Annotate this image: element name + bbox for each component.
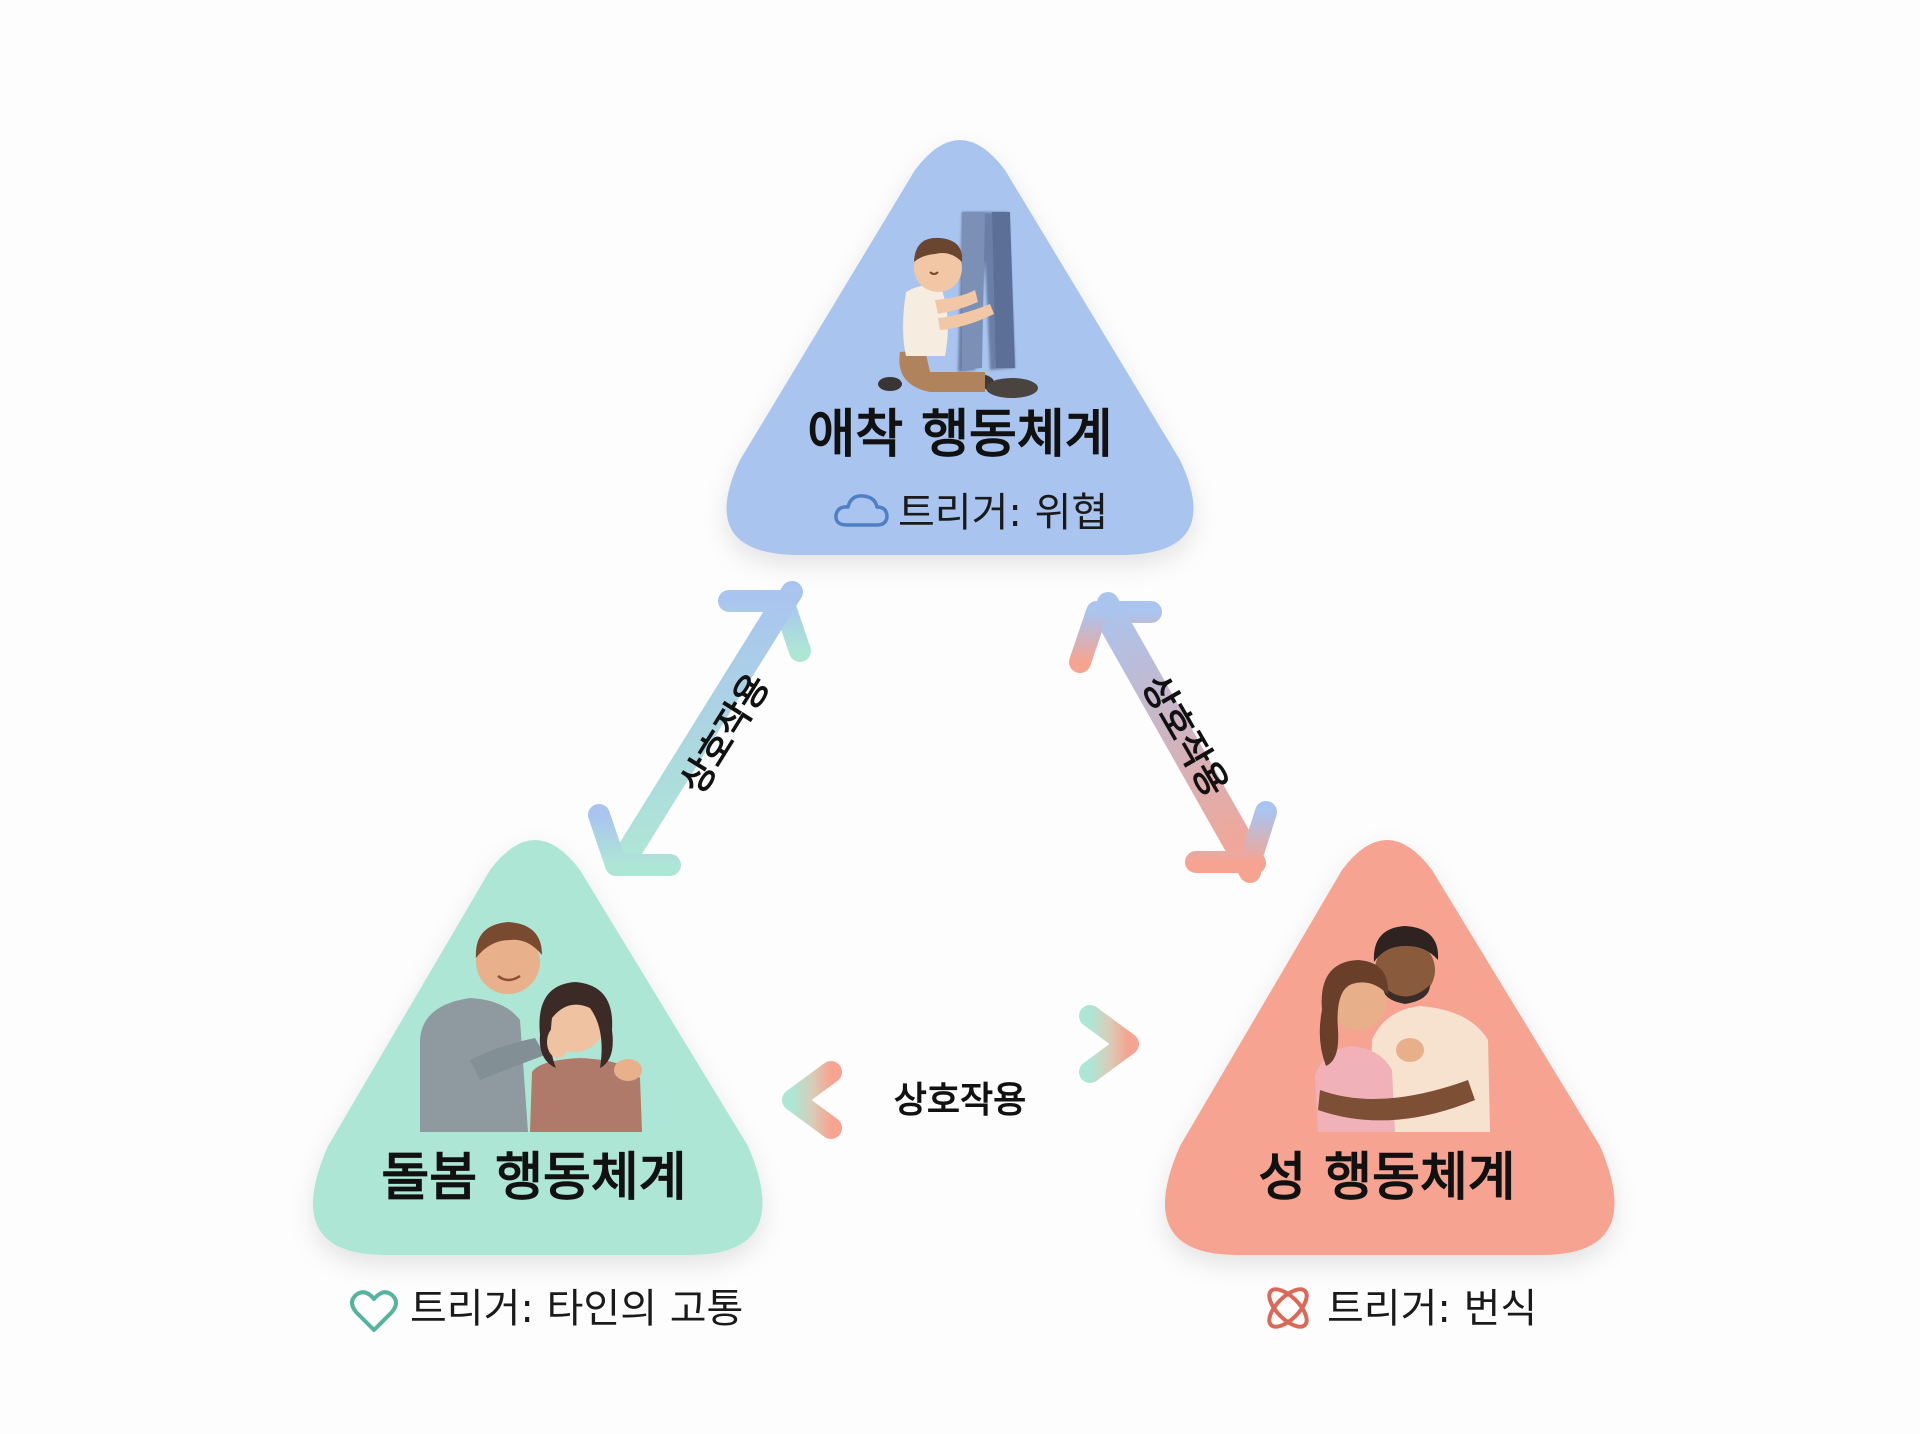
node-title-sexual: 성 행동체계 <box>1258 1148 1515 1208</box>
cloud-icon <box>834 494 889 527</box>
edge-label-right: 상호작용 <box>1133 669 1235 804</box>
node-trigger-caregiving: 트리거: 타인의 고통 <box>410 1286 743 1332</box>
node-trigger-attachment: 트리거: 위협 <box>898 490 1108 536</box>
interlocked-rings-icon <box>1267 1287 1309 1329</box>
interaction-arrow <box>618 581 803 865</box>
node-caregiving-system: 돌봄 행동체계 <box>312 840 763 1255</box>
arrow-head <box>1069 601 1162 673</box>
node-title-caregiving: 돌봄 행동체계 <box>381 1148 686 1208</box>
arrow-head <box>782 1061 842 1139</box>
node-title-attachment: 애착 행동체계 <box>807 405 1112 465</box>
interaction-arrow <box>1097 592 1266 874</box>
node-trigger-sexual: 트리거: 번식 <box>1327 1286 1537 1332</box>
arrow-head <box>1185 801 1277 873</box>
edge-caregiving-sexual <box>779 1005 1146 1139</box>
embracing-couple-illustration <box>1315 926 1490 1132</box>
node-sexual-system: 성 행동체계 <box>1164 840 1615 1255</box>
edge-label-bottom: 상호작용 <box>894 1080 1026 1121</box>
arrow-head <box>1079 1005 1139 1083</box>
child-hugging-leg-illustration <box>878 212 1038 398</box>
comforting-couple-illustration <box>420 922 642 1132</box>
node-attachment-system: 애착 행동체계 트리거: 위협 <box>726 140 1194 555</box>
arrow-head <box>588 804 681 876</box>
heart-icon <box>350 1290 398 1332</box>
edge-attachment-sexual <box>1069 592 1277 883</box>
edge-attachment-caregiving <box>588 581 811 876</box>
